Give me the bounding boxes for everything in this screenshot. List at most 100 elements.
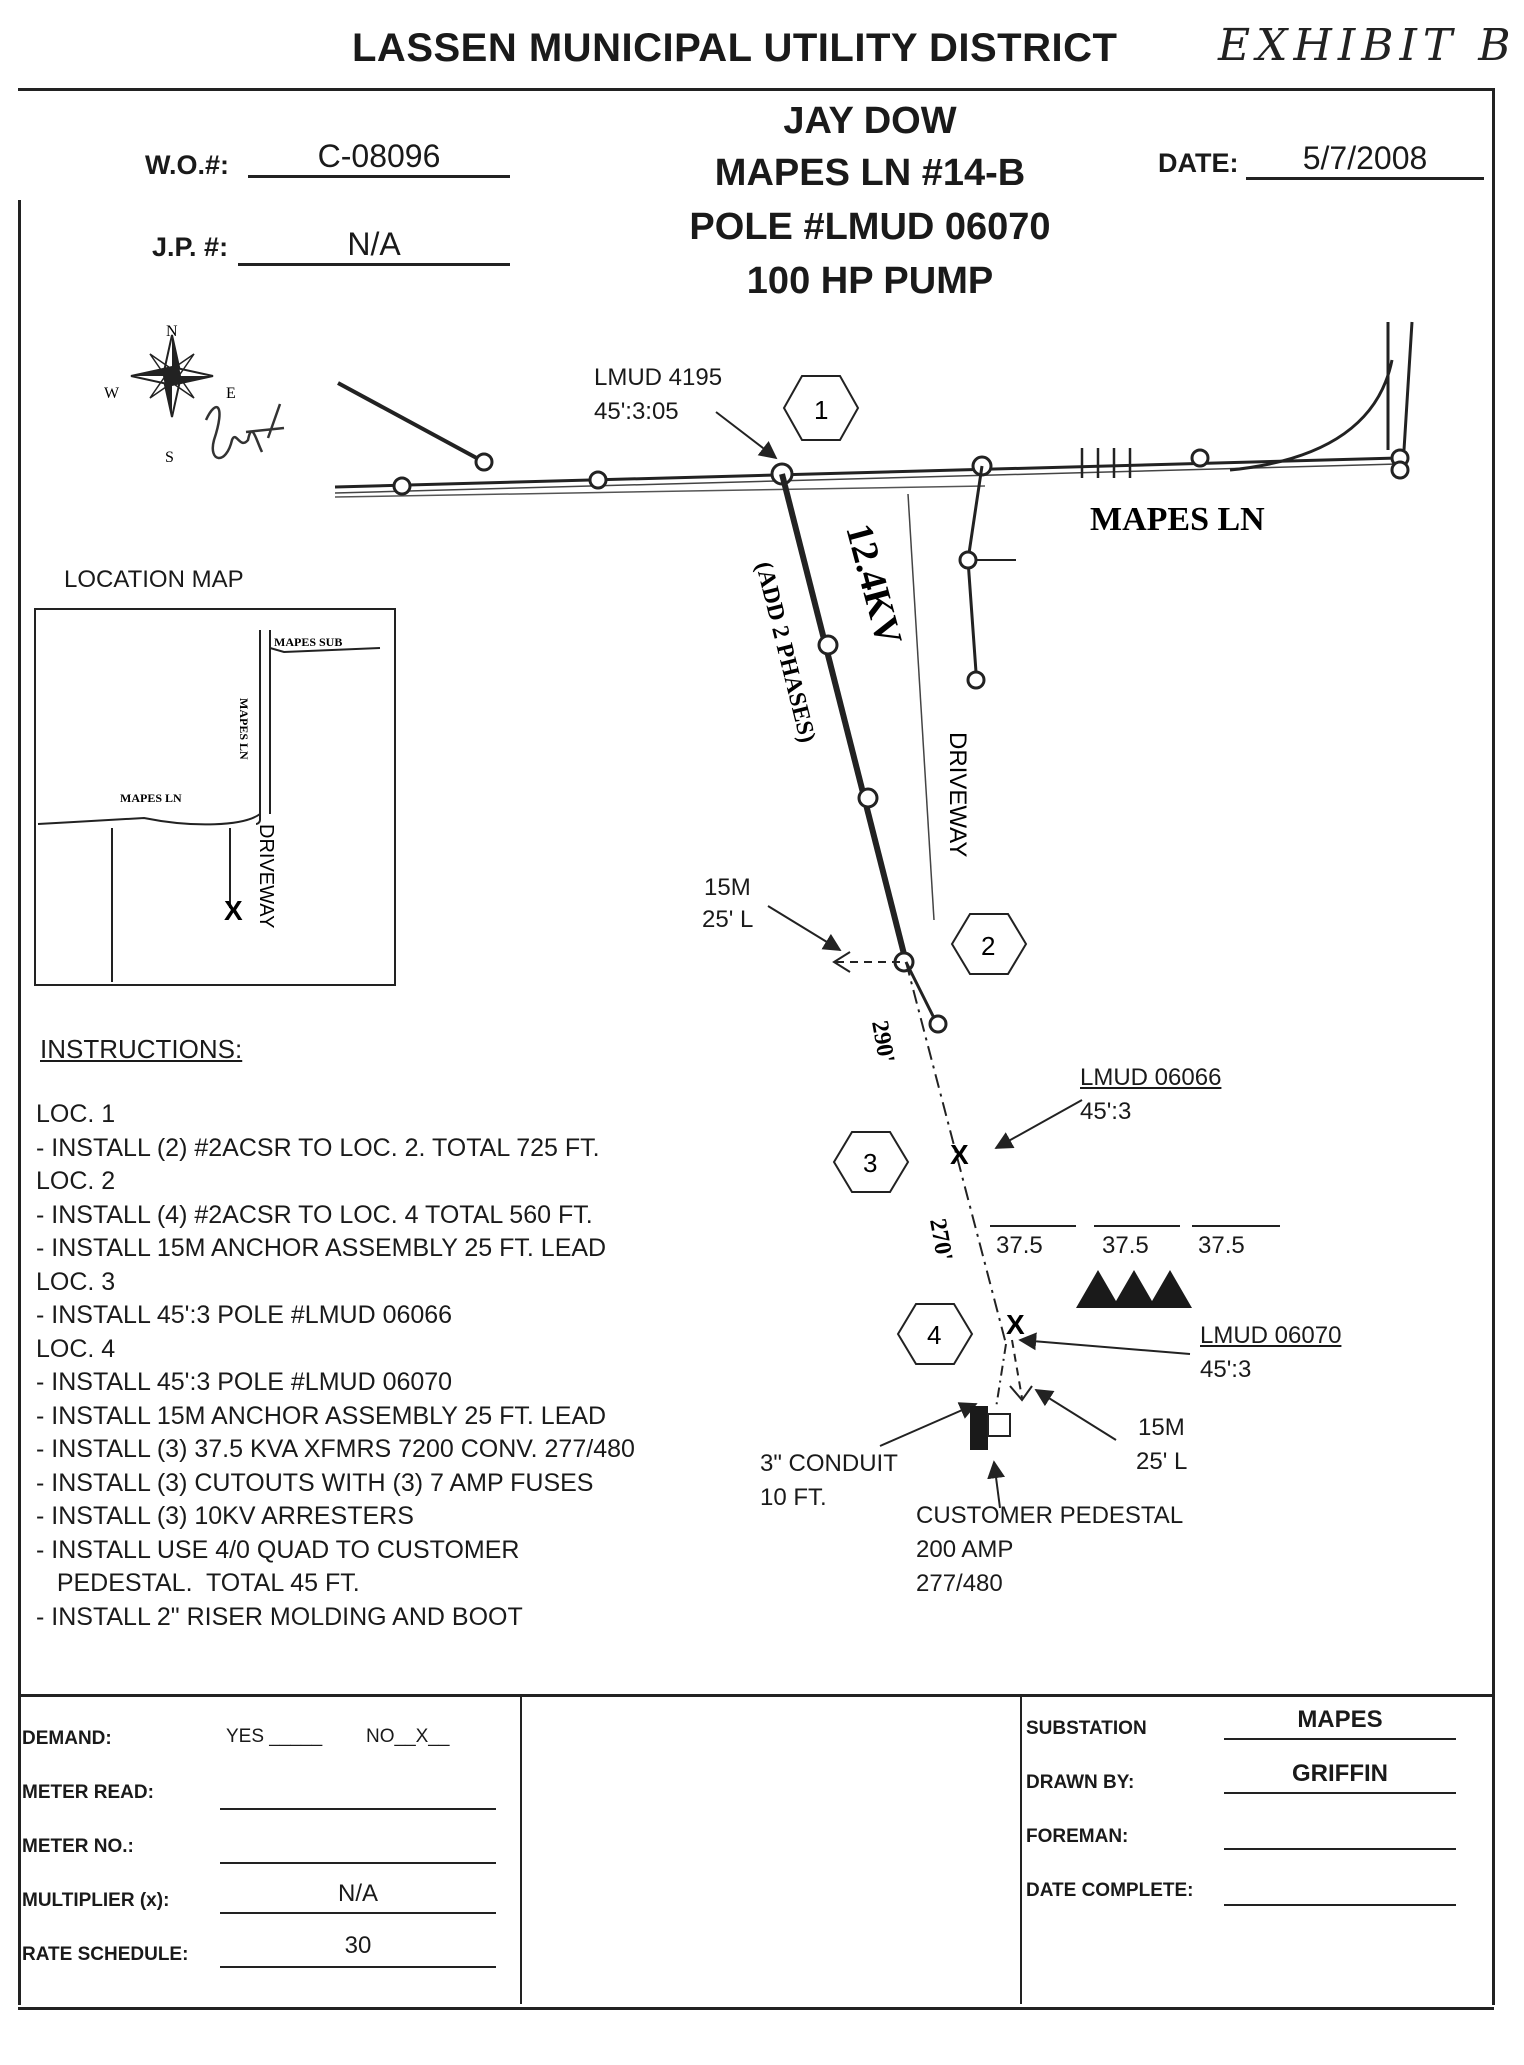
- pedestal-amps: 200 AMP: [916, 1536, 1014, 1563]
- drawn-by-value: GRIFFIN: [1224, 1760, 1456, 1794]
- anchor1-size: 15M: [704, 874, 751, 901]
- meter-read-field[interactable]: [220, 1808, 496, 1810]
- hex-loc4-number: 4: [927, 1320, 941, 1350]
- footer-table: [18, 1694, 1494, 2010]
- instruction-line: - INSTALL 2" RISER MOLDING AND BOOT: [36, 1602, 523, 1631]
- substation-value: MAPES: [1224, 1706, 1456, 1740]
- pedestal-voltage: 277/480: [916, 1570, 1003, 1597]
- pole-road-5: [1190, 448, 1210, 468]
- arrow-lmud06070: [1018, 1332, 1191, 1355]
- heading-location: MAPES LN #14-B: [714, 152, 1026, 194]
- exhibit-label: EXHIBIT B: [1218, 20, 1517, 71]
- curve-feed: [1229, 359, 1394, 472]
- x-loc4: X: [1006, 1309, 1025, 1340]
- instruction-line: LOC. 1: [36, 1100, 116, 1128]
- meter-no-label: METER NO.:: [22, 1836, 134, 1857]
- location-x-mark: X: [224, 895, 243, 926]
- instruction-line: - INSTALL (3) 10KV ARRESTERS: [36, 1502, 414, 1530]
- road-line-upper: [334, 456, 1401, 489]
- instruction-line: - INSTALL USE 4/0 QUAD TO CUSTOMER: [36, 1535, 520, 1564]
- xf2-rating: 37.5: [1102, 1232, 1149, 1259]
- span1-label: 290': [866, 1019, 899, 1066]
- district-title: LASSEN MUNICIPAL UTILITY DISTRICT: [352, 26, 1118, 70]
- date-label: DATE:: [1158, 148, 1239, 178]
- instructions-title: INSTRUCTIONS:: [40, 1034, 243, 1064]
- instruction-line: - INSTALL (3) CUTOUTS WITH (3) 7 AMP FUS…: [36, 1468, 594, 1497]
- arrow-anchor2: [1034, 1389, 1117, 1441]
- instruction-line: - INSTALL (4) #2ACSR TO LOC. 4 TOTAL 560…: [36, 1200, 593, 1229]
- frame-top: [18, 88, 1494, 91]
- compass-e: E: [226, 385, 236, 402]
- xf3-rating: 37.5: [1198, 1232, 1245, 1259]
- pole-mid-1: [817, 634, 839, 656]
- conduit-size: 3" CONDUIT: [760, 1450, 898, 1477]
- instruction-line: - INSTALL (3) 37.5 KVA XFMRS 7200 CONV. …: [36, 1435, 635, 1463]
- mapes-sub-label: MAPES SUB: [274, 635, 342, 649]
- foreman-field[interactable]: [1224, 1848, 1456, 1850]
- phase-hash-marks: [1080, 448, 1132, 478]
- pedestal-icon: [970, 1406, 988, 1450]
- location-map-title: LOCATION MAP: [64, 566, 244, 593]
- lmud-06070-spec: 45':3: [1200, 1356, 1252, 1383]
- wo-label: W.O.#:: [145, 150, 230, 180]
- arrow-pedestal: [987, 1460, 1006, 1509]
- compass-n: N: [166, 323, 178, 340]
- frame-left: [18, 200, 21, 2005]
- jp-value: N/A: [238, 226, 510, 266]
- demand-yes: YES _____: [226, 1726, 323, 1747]
- pole-road-2: [588, 470, 608, 490]
- hex-loc2: [950, 913, 1028, 975]
- anchor2-size: 15M: [1138, 1414, 1185, 1441]
- demand-no: NO__X__: [366, 1726, 450, 1747]
- multiplier-value: N/A: [220, 1880, 496, 1914]
- anchor2-dashed: [1011, 1339, 1023, 1399]
- service-line-nw: [337, 381, 485, 464]
- conduit-length: 10 FT.: [760, 1484, 827, 1511]
- x-loc3: X: [950, 1139, 969, 1170]
- signature-scribble: [204, 403, 285, 460]
- pole4-to-pedestal: [995, 1343, 1007, 1409]
- pole-road-1: [392, 476, 412, 496]
- meter-read-label: METER READ:: [22, 1782, 154, 1803]
- date-value: 5/7/2008: [1246, 140, 1484, 180]
- instruction-line: LOC. 2: [36, 1167, 116, 1195]
- hex-loc1-number: 1: [814, 395, 828, 425]
- heading-pole: POLE #LMUD 06070: [689, 206, 1051, 248]
- transformer-icons: [1076, 1270, 1192, 1308]
- footer-divider-1: [520, 1696, 522, 2004]
- multiplier-label: MULTIPLIER (x):: [22, 1890, 170, 1911]
- date-complete-field[interactable]: [1224, 1904, 1456, 1906]
- line-loc2-down: [904, 961, 938, 1023]
- instruction-line: - INSTALL 45':3 POLE #LMUD 06066: [36, 1301, 453, 1329]
- lmud-06066-spec: 45':3: [1080, 1098, 1132, 1125]
- instruction-line: LOC. 3: [36, 1267, 116, 1296]
- arrow-conduit: [879, 1402, 978, 1447]
- location-map-box: [34, 608, 396, 986]
- driveway-label: DRIVEWAY: [944, 732, 971, 857]
- compass-w: W: [104, 385, 120, 402]
- compass-icon: [130, 334, 214, 418]
- rate-schedule-label: RATE SCHEDULE:: [22, 1944, 189, 1965]
- rate-schedule-value: 30: [220, 1932, 496, 1968]
- lmud-4195-name: LMUD 4195: [594, 364, 723, 391]
- arrow-anchor1: [767, 905, 842, 951]
- lmud-4195-spec: 45':3:05: [594, 398, 679, 425]
- foreman-label: FOREMAN:: [1026, 1826, 1129, 1847]
- hex-loc3-number: 3: [863, 1148, 877, 1178]
- instruction-line: PEDESTAL. TOTAL 45 FT.: [36, 1569, 360, 1597]
- road-name: MAPES LN: [1090, 501, 1265, 538]
- pole-nw: [474, 452, 494, 472]
- frame-right: [1492, 88, 1495, 2005]
- xf1-rating: 37.5: [996, 1232, 1043, 1259]
- pedestal-label: CUSTOMER PEDESTAL: [916, 1502, 1184, 1529]
- pole-branch-2: [966, 670, 986, 690]
- heading-load: 100 HP PUMP: [746, 260, 994, 302]
- drawn-by-label: DRAWN BY:: [1026, 1772, 1135, 1793]
- meter-no-field[interactable]: [220, 1862, 496, 1864]
- pole-mid-2: [857, 787, 879, 809]
- jp-label: J.P. #:: [152, 232, 229, 262]
- location-map-drawing: MAPES SUB MAPES LN MAPES LN DRIVEWAY X: [37, 630, 381, 982]
- arrow-lmud06066: [994, 1099, 1083, 1149]
- instruction-line: - INSTALL 45':3 POLE #LMUD 06070: [36, 1368, 453, 1396]
